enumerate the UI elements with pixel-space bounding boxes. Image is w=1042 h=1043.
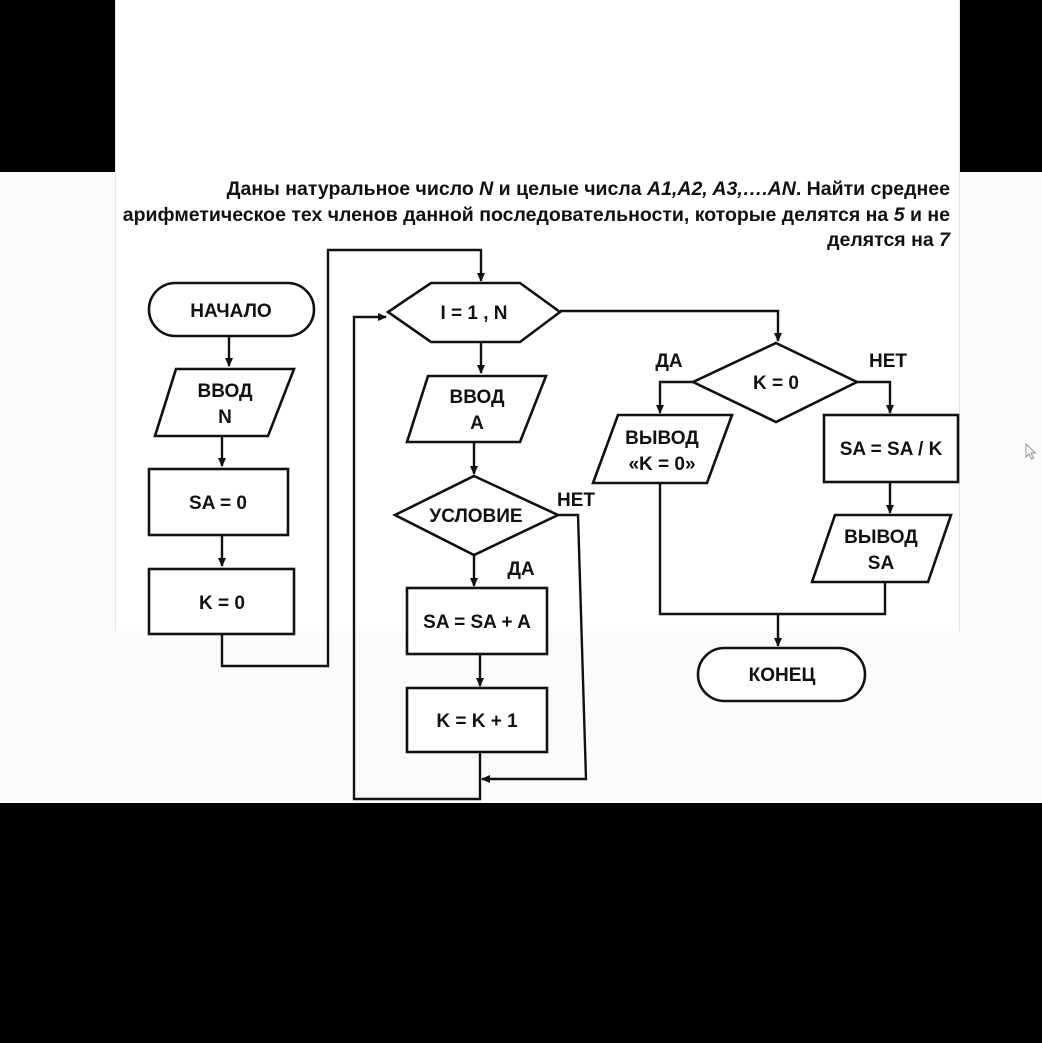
- task-text-3: A1,A2, A3,….AN: [647, 178, 796, 200]
- node-loop: I = 1 , N: [385, 281, 563, 344]
- node-divide: SA = SA / K: [822, 413, 960, 484]
- node-inc-label: K = K + 1: [436, 711, 518, 732]
- condition-yes-label: ДА: [507, 559, 535, 580]
- node-output-k0-line2: «K = 0»: [628, 454, 695, 475]
- edge-k0-to-loop: [220, 248, 485, 668]
- node-input-n-line1: ВВОД: [197, 381, 252, 402]
- node-start-label: НАЧАЛО: [190, 301, 271, 322]
- node-output-sa: ВЫВОД SA: [810, 513, 953, 584]
- node-end-label: КОНЕЦ: [749, 665, 816, 686]
- node-init-sa-label: SA = 0: [189, 493, 247, 514]
- edge-loop-back: [352, 313, 482, 801]
- node-input-a: ВВОД A: [405, 374, 548, 444]
- task-statement: Даны натуральное число N и целые числа A…: [120, 177, 950, 254]
- node-condition: УСЛОВИЕ: [392, 474, 562, 557]
- task-text-4: . Найти среднее арифметическое тех члено…: [122, 178, 950, 226]
- node-end: КОНЕЦ: [696, 646, 867, 703]
- node-input-n: ВВОД N: [153, 367, 296, 438]
- edge-outputs-merge: [658, 483, 887, 616]
- check-no-label: НЕТ: [869, 351, 907, 372]
- edge-check-yes: [656, 380, 693, 414]
- mouse-pointer-icon: [1025, 443, 1037, 460]
- task-text-7: 7: [939, 229, 950, 251]
- node-loop-label: I = 1 , N: [440, 303, 507, 324]
- node-output-k0-line1: ВЫВОД: [625, 428, 699, 449]
- task-text-5: 5: [893, 203, 905, 226]
- node-check-k: K = 0: [689, 341, 860, 424]
- node-input-n-line2: N: [218, 407, 232, 428]
- edge-condition-no: [481, 513, 588, 783]
- node-input-a-line2: A: [470, 413, 484, 434]
- node-check-k-label: K = 0: [753, 373, 799, 394]
- node-sum: SA = SA + A: [405, 586, 549, 656]
- node-output-sa-line1: ВЫВОД: [844, 527, 918, 548]
- node-output-k0: ВЫВОД «K = 0»: [591, 413, 734, 485]
- task-text-1: N: [479, 178, 494, 200]
- task-text-0: Даны натуральное число: [226, 178, 480, 200]
- node-output-sa-line2: SA: [868, 553, 895, 574]
- node-input-a-line1: ВВОД: [449, 387, 504, 408]
- node-divide-label: SA = SA / K: [840, 439, 943, 460]
- node-start: НАЧАЛО: [147, 281, 316, 338]
- edge-check-no: [857, 380, 894, 414]
- node-init-k-label: K = 0: [199, 593, 245, 614]
- task-text-6: и не делятся на: [827, 203, 950, 252]
- check-yes-label: ДА: [655, 351, 683, 372]
- node-condition-label: УСЛОВИЕ: [429, 506, 522, 527]
- edge-loop-exit: [560, 309, 782, 342]
- task-text-2: и целые числа: [493, 178, 648, 200]
- node-sum-label: SA = SA + A: [423, 612, 531, 633]
- node-init-sa: SA = 0: [147, 467, 290, 537]
- connectors: [218, 248, 894, 801]
- node-init-k: K = 0: [147, 567, 296, 636]
- node-inc: K = K + 1: [405, 686, 549, 754]
- condition-no-label: НЕТ: [557, 490, 595, 511]
